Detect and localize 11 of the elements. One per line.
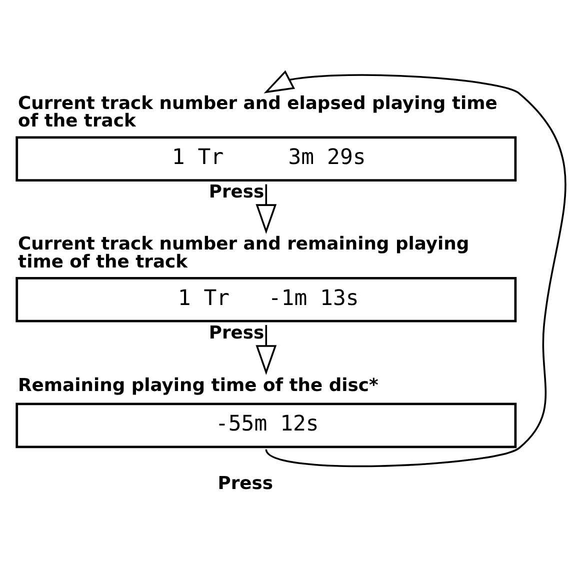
edge-label: Press [208,322,264,344]
node-label: Current track number and elapsed playing time of the track [18,92,498,132]
node-label: Remaining playing time of the disc* [18,374,378,396]
edge-label: Press [208,181,264,202]
node-box: 1 Tr 3m 29s [16,136,517,182]
node-box: -55m 12s [16,402,517,448]
arrow [256,324,277,374]
edge-label: Press [218,472,274,494]
node-label: Current track number and remaining playing time of the track [18,233,470,272]
node-box: 1 Tr -1m 13s [16,276,517,322]
arrow [256,184,277,234]
